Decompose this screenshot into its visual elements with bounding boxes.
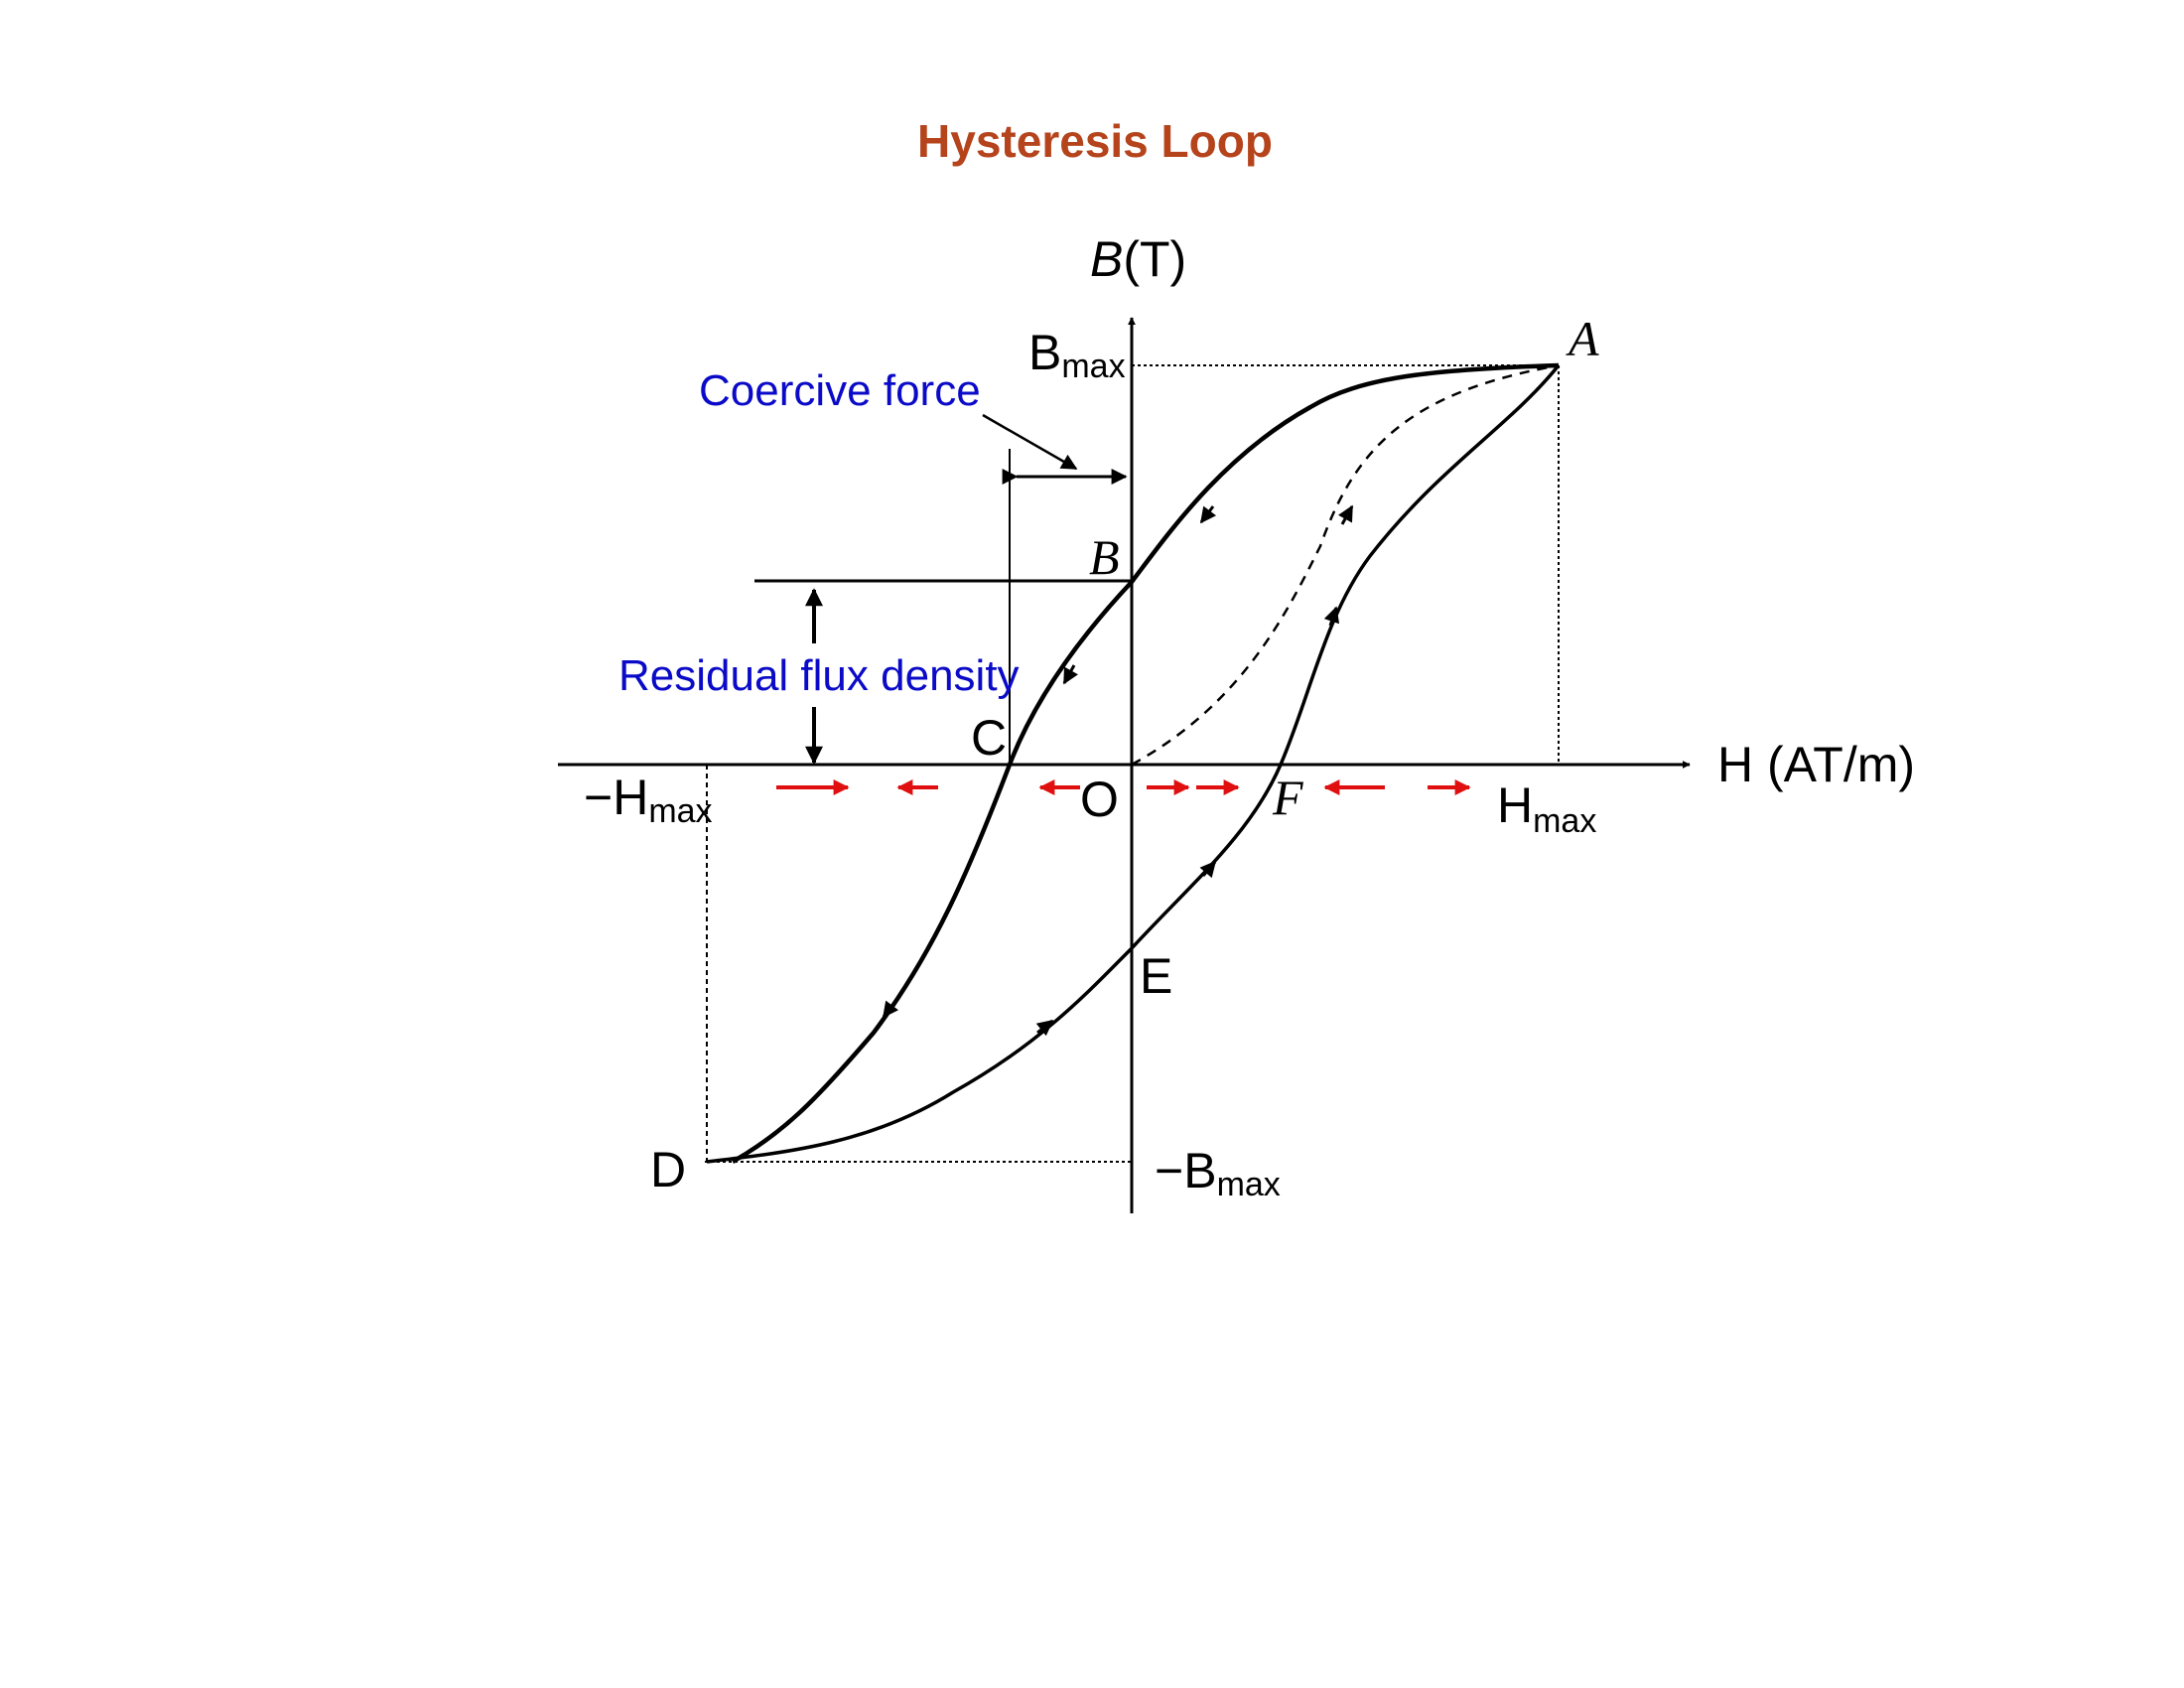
direction-arrow: [882, 1000, 899, 1019]
coercive-leader-line: [982, 413, 1078, 471]
direction-arrow: [1338, 504, 1354, 525]
diagram-title: Hysteresis Loop: [917, 115, 1273, 167]
direction-arrow: [1062, 664, 1078, 685]
direction-arrow: [1199, 860, 1217, 879]
hmax-label: Hmax: [1497, 777, 1596, 840]
point-e-label: E: [1140, 948, 1172, 1004]
initial-magnetization-curve: [1131, 363, 1560, 767]
point-d-label: D: [650, 1142, 686, 1197]
neg-hmax-label: −Hmax: [584, 770, 713, 830]
point-c-label: C: [971, 710, 1007, 766]
point-a-label: A: [1566, 311, 1599, 366]
neg-bmax-label: −Bmax: [1155, 1143, 1281, 1203]
point-b-label: B: [1089, 529, 1120, 585]
origin-label: O: [1080, 772, 1119, 827]
coercive-force-annotation: Coercive force: [699, 366, 981, 415]
direction-arrow: [1199, 505, 1217, 524]
h-axis-label: H (AT/m): [1717, 737, 1915, 792]
residual-flux-density-annotation: Residual flux density: [618, 651, 1020, 700]
ascending-branch: [706, 363, 1561, 1164]
direction-arrow: [1323, 606, 1340, 627]
b-axis-label: B(T): [1090, 231, 1186, 287]
direction-arrow: [1035, 1019, 1054, 1037]
descending-branch: [731, 362, 1560, 1164]
branch-direction-arrows: [882, 504, 1354, 1037]
bmax-label: Bmax: [1028, 325, 1126, 385]
point-f-label: F: [1272, 770, 1303, 825]
